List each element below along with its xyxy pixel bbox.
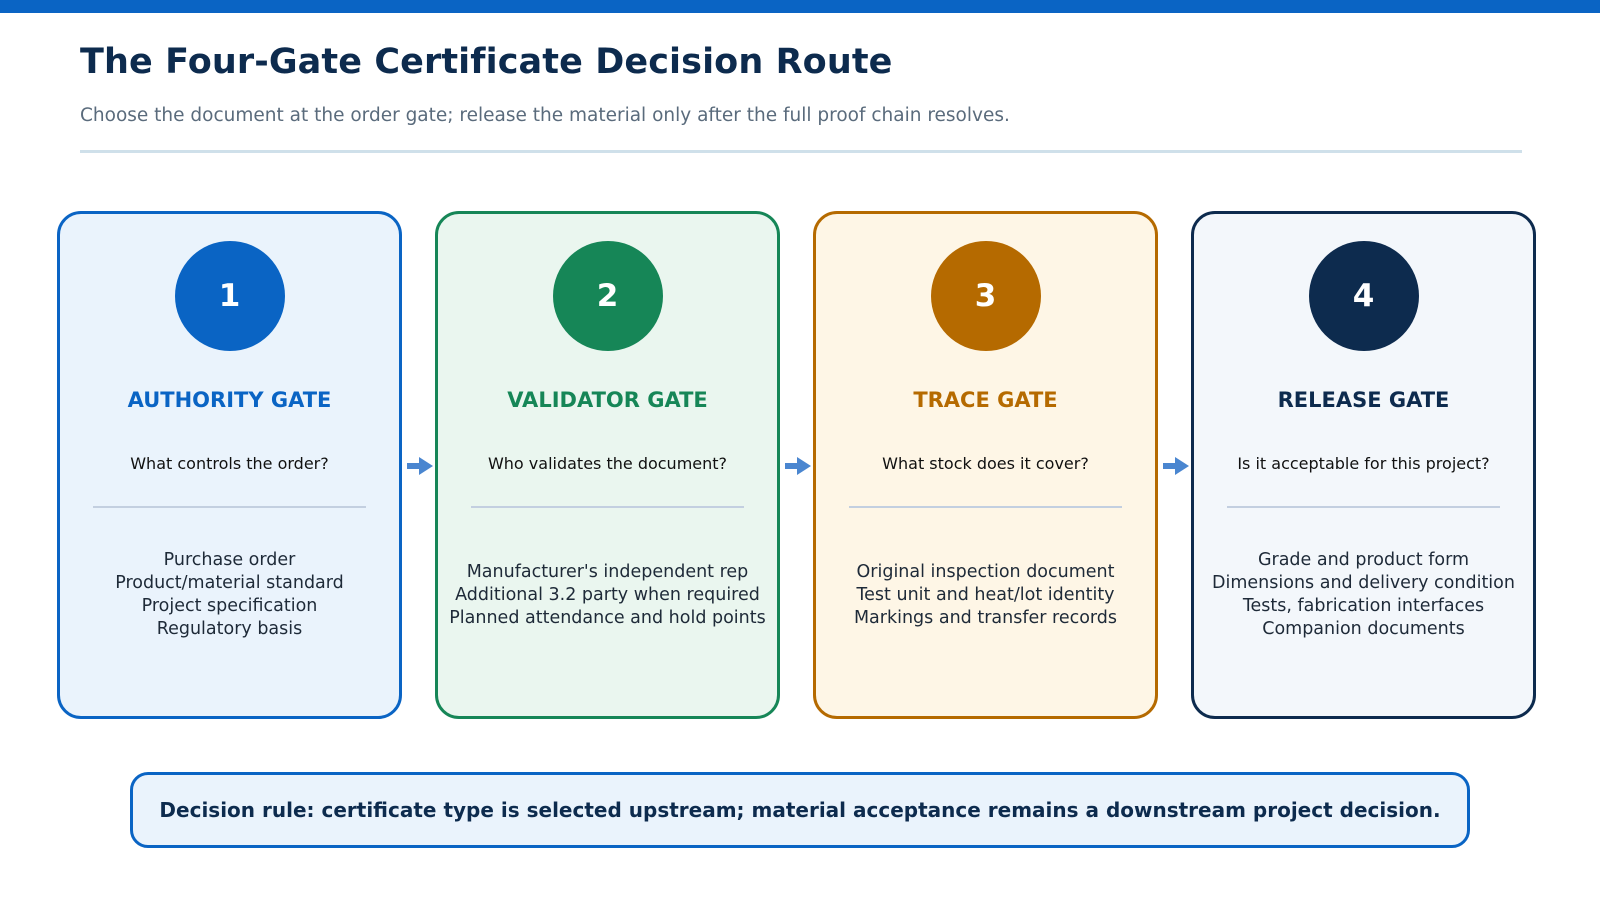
list-item: Dimensions and delivery condition [1212,573,1515,593]
gate-divider [93,506,366,508]
gate-number-badge: 4 [1308,241,1419,351]
gate-number-badge: 3 [930,241,1041,351]
gate-title: TRACE GATE [913,388,1058,412]
gate-question: Is it acceptable for this project? [1237,454,1490,473]
page-subtitle: Choose the document at the order gate; r… [80,105,1010,126]
list-item: Original inspection document [856,561,1115,582]
list-item: Companion documents [1262,619,1465,639]
gate-title: VALIDATOR GATE [507,388,708,412]
list-item: Planned attendance and hold points [449,607,766,628]
gate-card-authority: 1 AUTHORITY GATE What controls the order… [57,211,402,719]
list-item: Product/material standard [115,573,344,593]
arrow-right-icon [1163,457,1189,475]
gate-title: RELEASE GATE [1277,388,1450,412]
list-item: Additional 3.2 party when required [455,584,760,605]
list-item: Purchase order [163,550,296,570]
gate-item-list: Manufacturer's independent rep Additiona… [438,510,777,680]
gate-divider [471,506,744,508]
gate-item-list: Original inspection document Test unit a… [816,510,1155,680]
arrow-right-icon [407,457,433,475]
gate-number-badge: 2 [552,241,663,351]
list-item: Grade and product form [1257,550,1470,570]
gate-question: What stock does it cover? [882,454,1089,473]
list-item: Manufacturer's independent rep [466,561,749,582]
gate-card-validator: 2 VALIDATOR GATE Who validates the docum… [435,211,780,719]
list-item: Tests, fabrication interfaces [1242,596,1485,616]
list-item: Test unit and heat/lot identity [856,584,1115,605]
top-accent-bar [0,0,1600,13]
gate-card-release: 4 RELEASE GATE Is it acceptable for this… [1191,211,1536,719]
gate-question: What controls the order? [130,454,329,473]
list-item: Project specification [141,596,318,616]
gate-divider [1227,506,1500,508]
page-title: The Four-Gate Certificate Decision Route [80,42,893,82]
gate-item-list: Grade and product form Dimensions and de… [1194,510,1533,680]
list-item: Regulatory basis [156,619,303,639]
header-divider [80,150,1522,153]
list-item: Markings and transfer records [853,607,1118,628]
gate-divider [849,506,1122,508]
gate-card-trace: 3 TRACE GATE What stock does it cover? O… [813,211,1158,719]
gate-item-list: Purchase order Product/material standard… [60,510,399,680]
gate-question: Who validates the document? [487,454,728,473]
arrow-right-icon [785,457,811,475]
decision-rule-banner: Decision rule: certificate type is selec… [130,772,1470,848]
gate-number-badge: 1 [174,241,285,351]
gate-title: AUTHORITY GATE [127,388,332,412]
